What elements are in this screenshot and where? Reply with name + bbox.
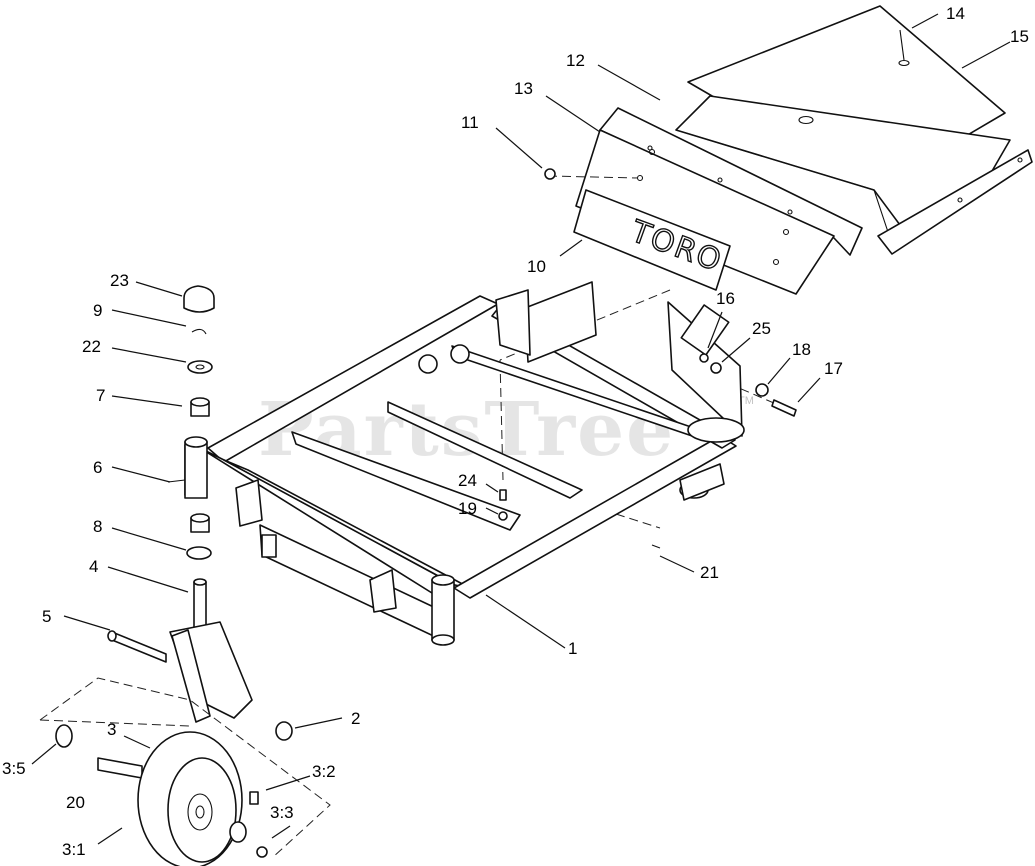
callout-12: 12 [566, 51, 585, 70]
callout-3-5: 3:5 [2, 759, 26, 778]
hardware [498, 168, 797, 549]
callout-10: 10 [527, 257, 546, 276]
callout-11: 11 [461, 113, 479, 132]
callout-2: 2 [351, 709, 360, 728]
callout-24: 24 [458, 471, 477, 490]
callout-3-1: 3:1 [62, 840, 86, 859]
caster-wheel [55, 721, 293, 866]
callout-9: 9 [93, 301, 102, 320]
callout-15: 15 [1010, 27, 1029, 46]
caster-stack [167, 285, 215, 639]
watermark-trademark: TM [738, 395, 754, 407]
callout-4: 4 [89, 557, 98, 576]
callout-3-2: 3:2 [312, 762, 336, 781]
callouts: 1 2 3 3:1 3:2 3:3 3:5 4 5 6 7 8 9 10 11 … [2, 4, 1029, 859]
callout-8: 8 [93, 517, 102, 536]
callout-3: 3 [107, 720, 116, 739]
callout-18: 18 [792, 340, 811, 359]
main-frame [184, 281, 745, 646]
platform-panel [675, 5, 1011, 233]
shield-plate [575, 129, 835, 295]
callout-17: 17 [824, 359, 843, 378]
callout-25: 25 [752, 319, 771, 338]
callout-3-3: 3:3 [270, 803, 294, 822]
callout-22: 22 [82, 337, 101, 356]
callout-13: 13 [514, 79, 533, 98]
callout-5: 5 [42, 607, 51, 626]
callout-20: 20 [66, 793, 85, 812]
callout-6: 6 [93, 458, 102, 477]
callout-21: 21 [700, 563, 719, 582]
caster-fork [107, 621, 253, 723]
callout-14: 14 [946, 4, 965, 23]
callout-19: 19 [458, 499, 477, 518]
callout-1: 1 [568, 639, 577, 658]
callout-7: 7 [96, 386, 105, 405]
callout-23: 23 [110, 271, 129, 290]
leader-lines [31, 13, 1011, 845]
callout-16: 16 [716, 289, 735, 308]
